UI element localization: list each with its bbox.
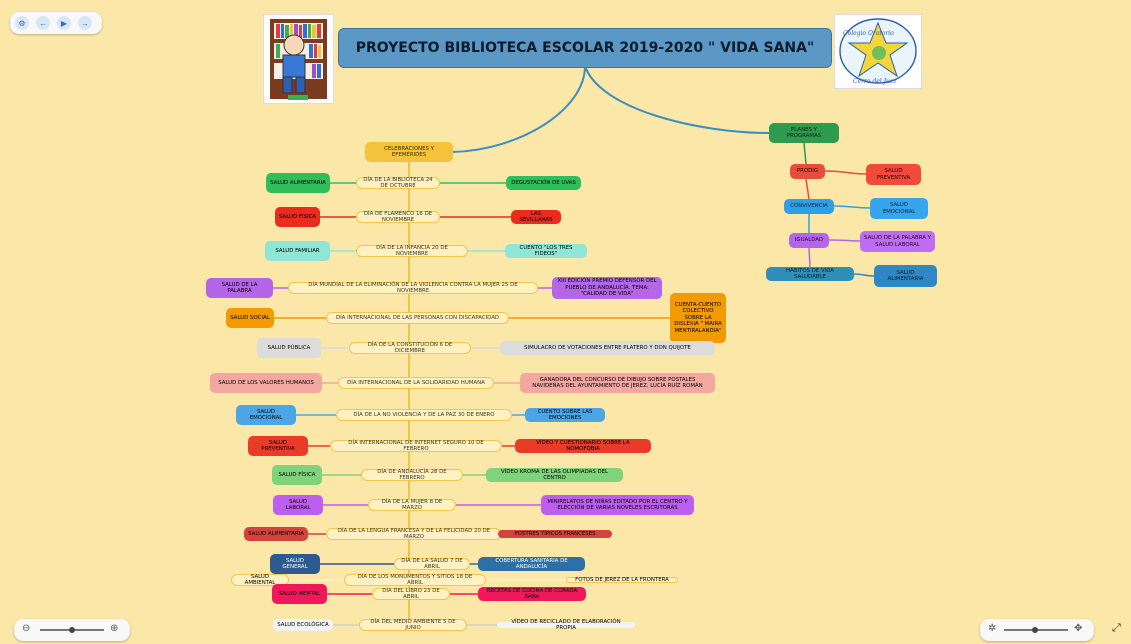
event-node[interactable]: DÍA DE LA LENGUA FRANCESA Y DE LA FELICI…: [326, 528, 502, 540]
event-tag-left[interactable]: SALUD PREVENTIVA: [248, 436, 308, 456]
navigation-controls: ⚙ ← ▶ →: [10, 12, 102, 34]
event-tag-left[interactable]: SALUD FÍSICA: [272, 465, 322, 485]
expand-icon[interactable]: ⤢: [1112, 622, 1121, 634]
zoom-controls: ⊖ ⊕: [14, 619, 130, 641]
map-title[interactable]: PROYECTO BIBLIOTECA ESCOLAR 2019-2020 " …: [338, 28, 832, 68]
event-tag-right[interactable]: CUENTO SOBRE LAS EMOCIONES: [525, 408, 605, 422]
event-tag-left[interactable]: SALUD ALIMENTARIA: [266, 173, 330, 193]
school-logo: Colegio Oratorio Cerro del Juez: [834, 14, 922, 89]
event-node[interactable]: DÍA DE LA INFANCIA 20 DE NOVIEMBRE: [356, 245, 468, 257]
event-node[interactable]: DÍA MUNDIAL DE LA ELIMINACIÓN DE LA VIOL…: [288, 282, 538, 294]
logo-text-bottom: Cerro del Juez: [853, 78, 897, 85]
event-node[interactable]: DÍA DEL LIBRO 23 DE ABRIL: [372, 588, 450, 600]
expand-layout-icon[interactable]: ✥: [1074, 623, 1083, 634]
event-tag-left[interactable]: SALUD EMOCIONAL: [236, 405, 296, 425]
event-node[interactable]: DÍA DE LA CONSTITUCIÓN 6 DE DICIEMBRE: [349, 342, 471, 354]
spacing-controls: ✲ ✥: [980, 619, 1094, 641]
event-tag-right[interactable]: CUENTA-CUENTO COLECTIVO SOBRE LA DISLEXI…: [670, 293, 726, 343]
event-tag-left[interactable]: SALUD ALIMENTARIA: [244, 527, 308, 541]
event-tag-left[interactable]: SALUD FÍSICA: [275, 207, 320, 227]
event-tag-right[interactable]: MINIRELATOS DE NIÑAS EDITADO POR EL CENT…: [541, 495, 694, 515]
event-tag-left[interactable]: SALUD DE LA PALABRA: [206, 278, 273, 298]
event-node[interactable]: DÍA DE LA MUJER 8 DE MARZO: [368, 499, 456, 511]
event-tag-right[interactable]: CUENTO "LOS TRES FIDEOS": [505, 244, 587, 258]
logo-text-top: Colegio Oratorio: [843, 30, 894, 37]
event-tag-right[interactable]: FOTOS DE JEREZ DE LA FRONTERA: [566, 577, 678, 583]
event-tag-right[interactable]: VÍDEO Y CUESTIONARIO SOBRE LA NOMOFOBIA: [515, 439, 651, 453]
plan-igualdad[interactable]: IGUALDAD: [789, 233, 829, 248]
event-tag-left[interactable]: SALUD LABORAL: [273, 495, 323, 515]
plan-convivencia-tag[interactable]: SALUD EMOCIONAL: [870, 198, 928, 219]
event-node[interactable]: DÍA INTERNACIONAL DE LAS PERSONAS CON DI…: [326, 312, 509, 324]
event-node[interactable]: DÍA DE ANDALUCÍA 28 DE FEBRERO: [361, 469, 463, 481]
planes-branch[interactable]: PLANES Y PROGRAMAS: [769, 123, 839, 143]
plan-habitos[interactable]: HÁBITOS DE VIDA SALUDABLE: [766, 267, 854, 281]
event-tag-left[interactable]: SALUD MENTAL: [272, 584, 327, 604]
event-tag-left[interactable]: SALUD FAMILIAR: [265, 241, 330, 261]
event-tag-right[interactable]: RECETAS DE COCINA DE CORADA SANA: [478, 587, 586, 601]
forward-icon[interactable]: →: [78, 16, 92, 30]
event-node[interactable]: DÍA INTERNACIONAL DE INTERNET SEGURO 10 …: [330, 440, 502, 452]
event-tag-right[interactable]: DEGUSTACIÓN DE UVAS: [506, 176, 581, 190]
play-icon[interactable]: ▶: [57, 16, 71, 30]
event-tag-left[interactable]: SALUD GENERAL: [270, 554, 320, 574]
event-tag-left[interactable]: SALUD ECOLÓGICA: [273, 619, 333, 631]
event-tag-left[interactable]: SALUD PÚBLICA: [257, 338, 321, 358]
plan-igualdad-tag[interactable]: SALUD DE LA PALABRA Y SALUD LABORAL: [860, 231, 935, 252]
zoom-in-icon[interactable]: ⊕: [110, 623, 119, 634]
library-kid-image: [263, 14, 334, 104]
spacing-slider-knob[interactable]: [1032, 627, 1038, 633]
zoom-out-icon[interactable]: ⊖: [22, 623, 31, 634]
settings-icon[interactable]: ⚙: [15, 16, 29, 30]
celebraciones-branch[interactable]: CELEBRACIONES Y EFEMÉRIDES: [365, 142, 453, 162]
plan-habitos-tag[interactable]: SALUD ALIMENTARIA: [874, 265, 937, 287]
plan-convivencia[interactable]: CONVIVENCIA: [784, 199, 834, 214]
plan-prodig[interactable]: PRODIG: [790, 164, 825, 179]
event-node[interactable]: DÍA DE LA NO VIOLENCIA Y DE LA PAZ 30 DE…: [336, 409, 512, 421]
zoom-slider-knob[interactable]: [69, 627, 75, 633]
event-node[interactable]: DÍA INTERNACIONAL DE LA SOLIDARIDAD HUMA…: [338, 377, 494, 389]
event-node[interactable]: DÍA DE LA BIBLIOTECA 24 DE OCTUBRE: [356, 177, 440, 189]
event-node[interactable]: DÍA DE LA SALUD 7 DE ABRIL: [394, 558, 470, 570]
event-node[interactable]: DÍA DE FLAMENCO 16 DE NOVIEMBRE: [356, 211, 440, 223]
event-tag-right[interactable]: COBERTURA SANITARIA DE ANDALUCÍA: [478, 557, 585, 571]
event-tag-right[interactable]: LAS SEVILLANAS: [511, 210, 561, 224]
event-tag-right[interactable]: XIII EDICIÓN PREMIO DEFENSOR DEL PUEBLO …: [552, 277, 662, 299]
event-tag-right[interactable]: VÍDEO KROMA DE LAS OLIMPIADAS DEL CENTRO: [486, 468, 623, 482]
compact-icon[interactable]: ✲: [988, 623, 997, 634]
event-tag-right[interactable]: POSTRES TÍPICOS FRANCESES: [498, 530, 612, 538]
back-icon[interactable]: ←: [36, 16, 50, 30]
event-node[interactable]: DÍA DE LOS MONUMENTOS Y SITIOS 18 DE ABR…: [344, 574, 486, 586]
event-tag-right[interactable]: VÍDEO DE RECICLADO DE ELABORACIÓN PROPIA: [497, 619, 635, 631]
event-tag-right[interactable]: GANADORA DEL CONCURSO DE DIBUJO SOBRE PO…: [520, 373, 715, 393]
event-node[interactable]: DÍA DEL MEDIO AMBIENTE 5 DE JUNIO: [359, 619, 467, 631]
event-tag-left[interactable]: SALUD AMBIENTAL: [231, 574, 289, 586]
event-tag-left[interactable]: SALUD DE LOS VALORES HUMANOS: [210, 373, 322, 393]
event-tag-left[interactable]: SALUD SOCIAL: [226, 308, 274, 328]
plan-prodig-tag[interactable]: SALUD PREVENTIVA: [866, 164, 921, 185]
event-tag-right[interactable]: SIMULACRO DE VOTACIONES ENTRE PLATERO Y …: [500, 341, 715, 355]
